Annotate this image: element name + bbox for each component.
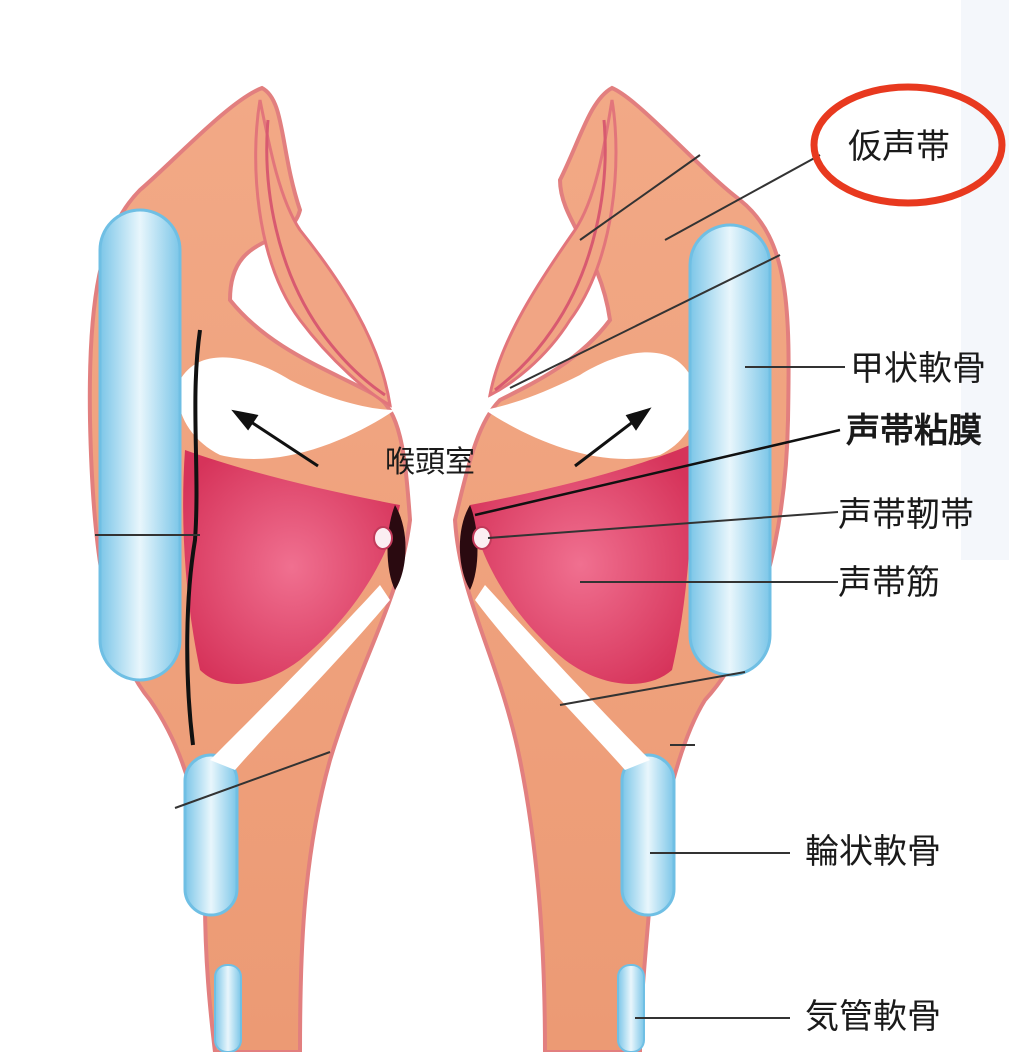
label-tracheal-cartilage: 気管軟骨 (805, 1000, 941, 1034)
right-wall (455, 88, 789, 1052)
label-vocal-fold-mucosa: 声帯粘膜 (846, 414, 982, 448)
left-wall (90, 88, 410, 1052)
left-tracheal-cartilage (215, 965, 241, 1052)
right-cricoid-cartilage (622, 755, 674, 915)
label-cricoid-cartilage: 輪状軟骨 (805, 835, 941, 869)
label-vocal-ligament: 声帯靭帯 (838, 498, 974, 532)
left-thyroid-cartilage (100, 210, 180, 680)
label-vocalis-muscle: 声帯筋 (838, 566, 940, 600)
left-cricoid-cartilage (185, 755, 237, 915)
label-false-vocal-fold: 仮声帯 (848, 130, 950, 164)
label-laryngeal-ventricle: 喉頭室 (385, 448, 475, 478)
right-tracheal-cartilage (618, 965, 644, 1052)
label-thyroid-cartilage: 甲状軟骨 (850, 352, 986, 386)
